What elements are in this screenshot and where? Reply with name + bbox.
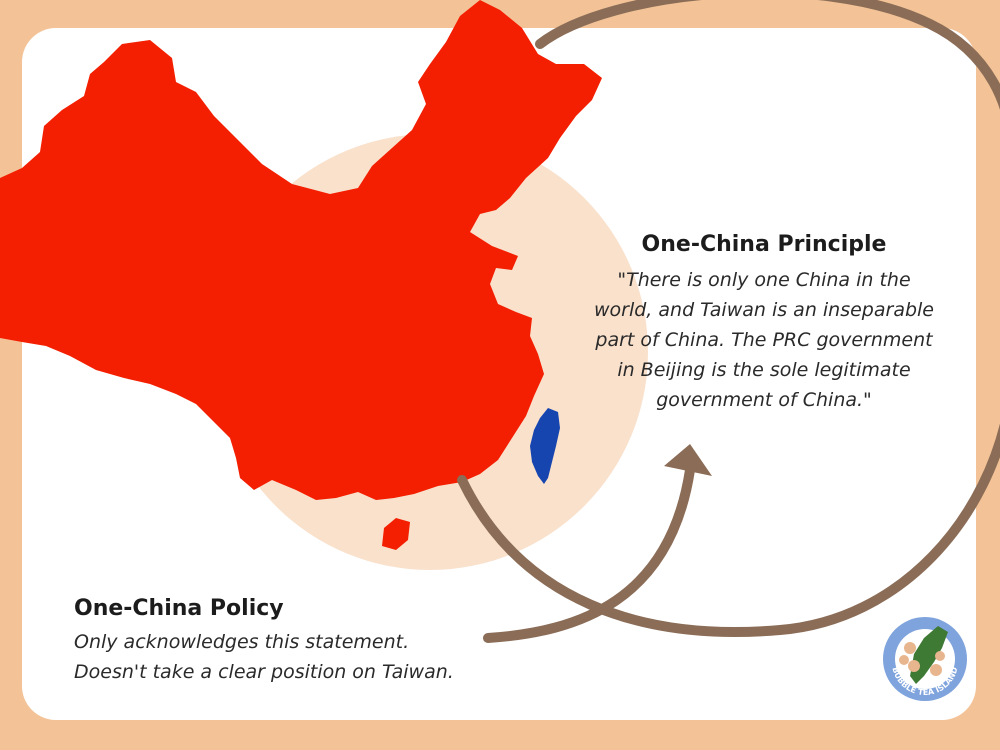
hainan-island-icon	[382, 518, 410, 550]
principle-line: "There is only one China in the	[617, 269, 911, 291]
principle-line: world, and Taiwan is an inseparable	[593, 299, 934, 321]
policy-line: Doesn't take a clear position on Taiwan.	[74, 661, 454, 683]
principle-line: in Beijing is the sole legitimate	[617, 359, 911, 381]
principle-title: One-China Principle	[641, 232, 887, 257]
circular-arrow-icon	[457, 0, 1000, 643]
policy-line: Only acknowledges this statement.	[74, 631, 410, 653]
bubble-tea-island-logo-icon: BUBBLE TEA ISLAND	[883, 617, 967, 701]
policy-title: One-China Policy	[74, 596, 284, 621]
taiwan-map-icon	[530, 408, 560, 484]
principle-block: One-China Principle "There is only one C…	[566, 232, 962, 415]
policy-block: One-China Policy Only acknowledges this …	[74, 596, 534, 687]
principle-line: part of China. The PRC government	[595, 329, 933, 351]
principle-line: government of China."	[656, 389, 872, 411]
china-map-icon	[0, 0, 602, 500]
principle-quote: "There is only one China in the world, a…	[566, 265, 962, 415]
arrow-head-icon	[664, 444, 712, 476]
policy-text: Only acknowledges this statement. Doesn'…	[74, 627, 534, 687]
